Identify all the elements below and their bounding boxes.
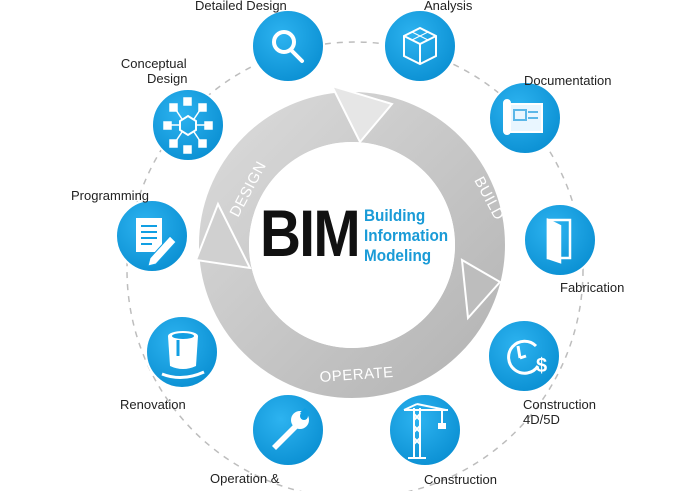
node-documentation xyxy=(488,81,562,155)
cube-icon xyxy=(403,26,437,66)
node-operation-maintenance xyxy=(251,393,325,467)
label-renovation: Renovation xyxy=(120,397,186,412)
label-conceptual-design: Conceptual Design xyxy=(120,56,188,86)
node-fabrication xyxy=(523,203,597,277)
node-detailed-design xyxy=(251,9,325,83)
clock-dollar-icon xyxy=(507,339,540,375)
svg-text:$: $ xyxy=(536,355,547,377)
wrench-icon xyxy=(272,407,310,450)
label-construction-4d5d-line2: 4D/5D xyxy=(523,412,560,427)
node-renovation xyxy=(145,315,219,389)
label-construction-4d5d: Construction 4D/5D xyxy=(523,397,596,427)
cycle-ring xyxy=(194,84,505,398)
dashed-orbit xyxy=(126,41,584,491)
node-programming xyxy=(115,199,189,273)
crane-icon xyxy=(403,403,448,459)
label-operation-maintenance: Operation & xyxy=(210,471,280,486)
node-conceptual-design xyxy=(151,88,225,162)
label-conceptual-design-line1: Conceptual xyxy=(120,56,187,71)
bim-subtitle-line1: Building xyxy=(364,206,426,225)
cycle-label-operate: OPERATE xyxy=(319,364,394,386)
magnifier-icon xyxy=(272,30,304,63)
blueprint-icon xyxy=(503,99,543,135)
label-detailed-design: Detailed Design xyxy=(195,0,287,13)
node-construction-4d5d: $ xyxy=(487,319,561,393)
paint-bucket-icon xyxy=(161,331,205,379)
document-pen-icon xyxy=(136,218,177,267)
label-fabrication: Fabrication xyxy=(560,280,625,295)
bim-subtitle-line3: Modeling xyxy=(364,246,432,265)
label-conceptual-design-line2: Design xyxy=(147,71,188,86)
network-icon xyxy=(163,97,213,154)
bim-subtitle-line2: Information xyxy=(364,226,449,245)
label-analysis: Analysis xyxy=(424,0,473,13)
label-construction-4d5d-line1: Construction xyxy=(523,397,596,412)
label-construction: Construction xyxy=(424,472,497,487)
label-programming: Programming xyxy=(71,188,150,203)
bim-abbreviation: BIM xyxy=(260,196,361,270)
node-construction xyxy=(388,393,462,467)
node-analysis xyxy=(383,9,457,83)
bim-subtitle: Building Information Modeling xyxy=(364,206,448,266)
door-icon xyxy=(546,217,572,264)
label-documentation: Documentation xyxy=(524,73,612,88)
